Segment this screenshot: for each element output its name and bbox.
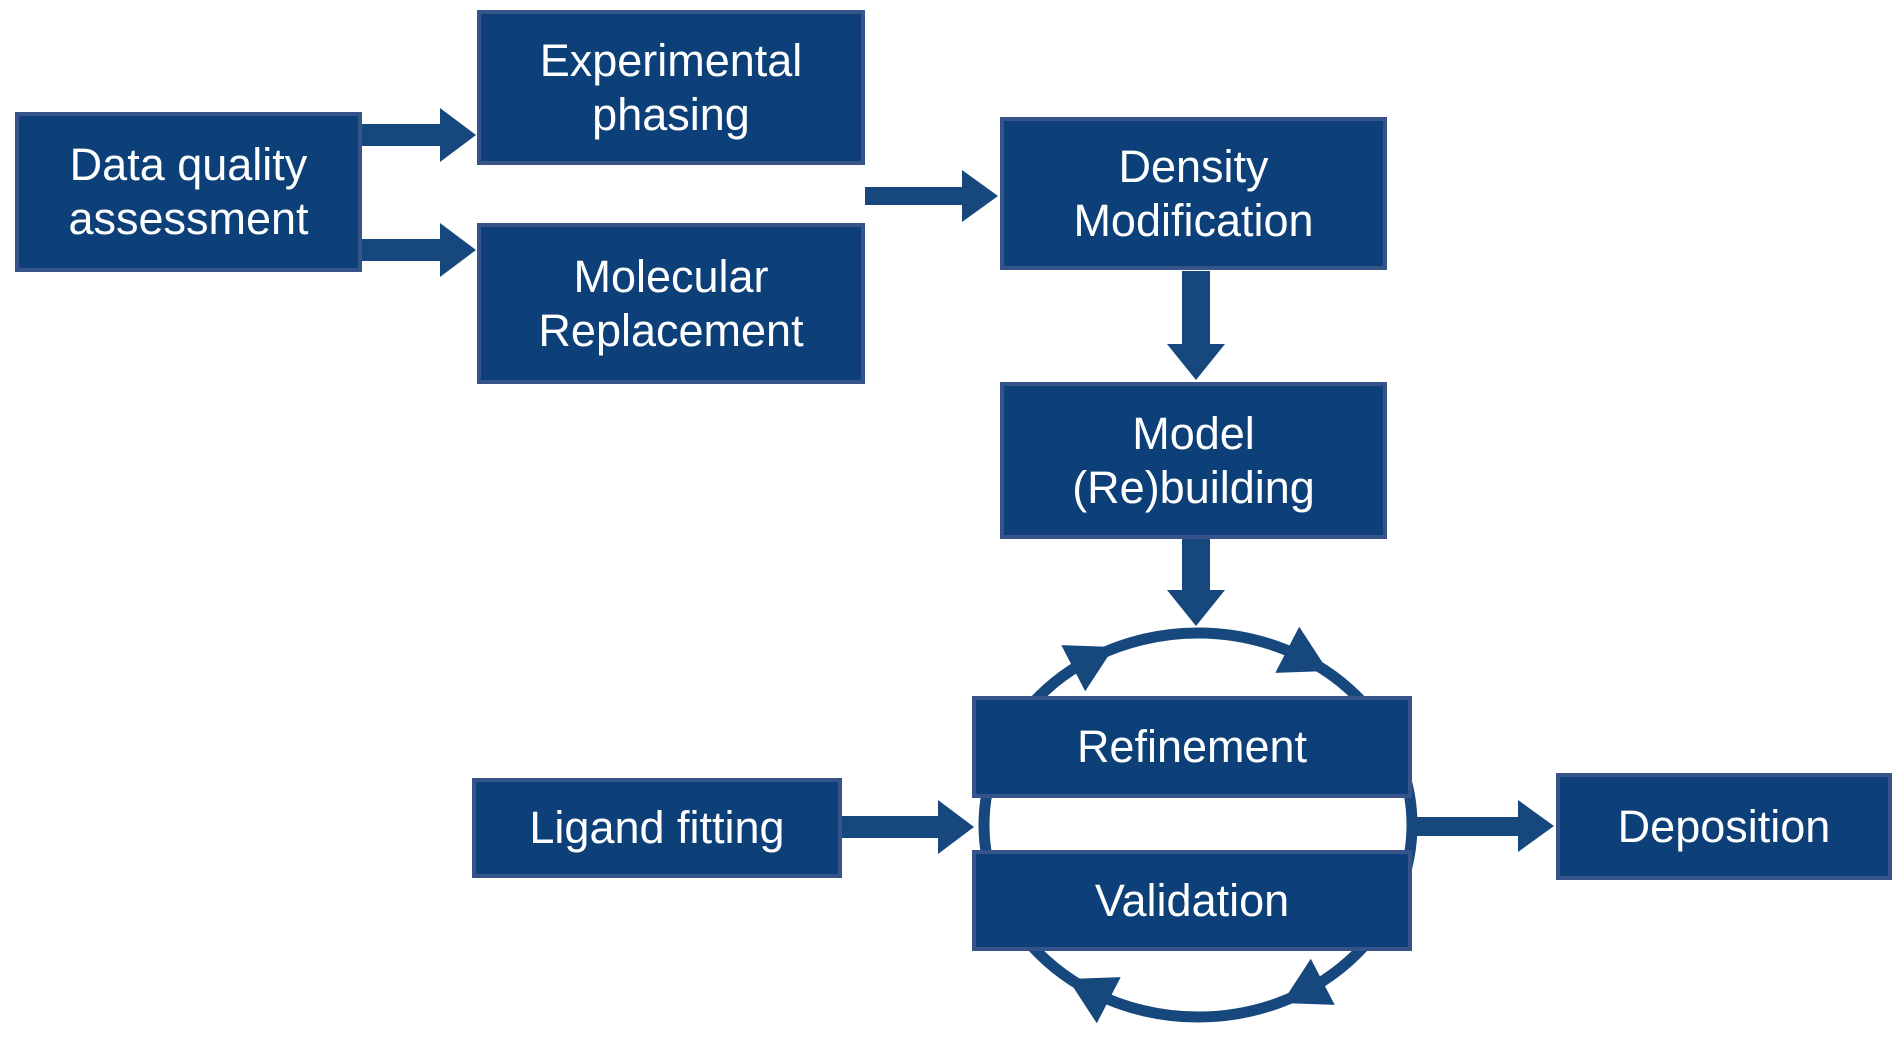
arrow-model-rebuilding-to-cycle xyxy=(1167,539,1225,626)
node-label: Density Modification xyxy=(1073,140,1314,246)
node-density-modification: Density Modification xyxy=(1000,117,1387,270)
arrow-data-quality-to-experimental-phasing xyxy=(362,108,476,162)
node-label: Data quality assessment xyxy=(68,139,309,244)
node-experimental-phasing: Experimental phasing xyxy=(477,10,865,165)
cycle-arrowhead xyxy=(1067,977,1121,1024)
node-molecular-replacement: Molecular Replacement xyxy=(477,223,865,384)
node-validation: Validation xyxy=(972,850,1412,951)
arrow-ligand-fitting-to-cycle xyxy=(842,800,974,854)
node-label: Refinement xyxy=(1076,721,1308,772)
node-label: Validation xyxy=(1094,874,1290,926)
node-label: Ligand fitting xyxy=(529,802,785,853)
cycle-arrowhead xyxy=(1275,626,1329,673)
cycle-arrowhead xyxy=(1281,958,1335,1005)
node-model-rebuilding: Model (Re)building xyxy=(1000,382,1387,539)
node-ligand-fitting: Ligand fitting xyxy=(472,778,842,878)
node-label: Model (Re)building xyxy=(1072,407,1315,513)
node-refinement: Refinement xyxy=(972,696,1412,798)
node-label: Deposition xyxy=(1617,800,1831,852)
arrow-data-quality-to-molecular-replacement xyxy=(362,223,476,277)
arrow-density-modification-to-model-rebuilding xyxy=(1167,271,1225,380)
node-deposition: Deposition xyxy=(1556,773,1892,880)
node-data-quality-assessment: Data quality assessment xyxy=(15,112,362,272)
refinement-validation-cycle-ring xyxy=(978,627,1418,1023)
cycle-arrowhead xyxy=(1061,645,1115,692)
arrow-phasing-to-density-modification xyxy=(865,170,998,222)
arrow-cycle-to-deposition xyxy=(1411,800,1554,852)
node-label: Experimental phasing xyxy=(539,34,803,140)
node-label: Molecular Replacement xyxy=(538,250,804,356)
